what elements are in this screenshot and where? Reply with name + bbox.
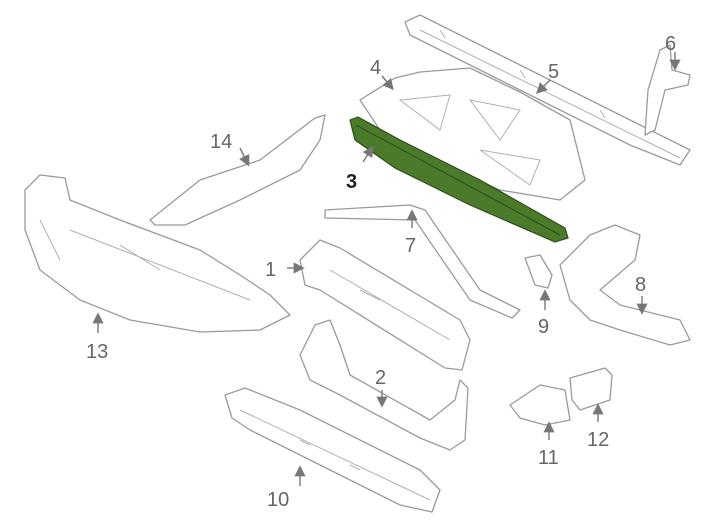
label-6: 6 bbox=[665, 33, 676, 55]
label-2: 2 bbox=[375, 367, 386, 389]
label-5: 5 bbox=[548, 61, 559, 83]
part-1-radiator-support bbox=[299, 239, 471, 371]
label-8: 8 bbox=[635, 274, 646, 296]
part-8-side-member bbox=[559, 224, 691, 346]
label-1: 1 bbox=[265, 259, 276, 281]
part-11-air-duct bbox=[509, 384, 571, 426]
label-14: 14 bbox=[210, 131, 232, 153]
label-10: 10 bbox=[267, 489, 289, 511]
part-7-strut bbox=[324, 204, 521, 319]
label-11: 11 bbox=[538, 447, 559, 469]
part-3-highlighted-beam bbox=[349, 116, 569, 243]
label-7: 7 bbox=[405, 235, 416, 257]
part-10-bumper-absorber bbox=[224, 387, 441, 513]
label-9: 9 bbox=[538, 316, 549, 338]
part-6-bracket bbox=[644, 44, 691, 136]
label-12: 12 bbox=[587, 429, 609, 451]
part-9-bracket bbox=[524, 254, 553, 289]
part-13-underbody-shield bbox=[24, 174, 291, 333]
part-14-deflector bbox=[149, 114, 326, 226]
part-12-air-duct bbox=[569, 367, 613, 411]
part-2-carrier bbox=[299, 319, 469, 451]
label-13: 13 bbox=[86, 341, 108, 363]
label-4: 4 bbox=[370, 57, 381, 79]
label-3: 3 bbox=[346, 171, 357, 193]
